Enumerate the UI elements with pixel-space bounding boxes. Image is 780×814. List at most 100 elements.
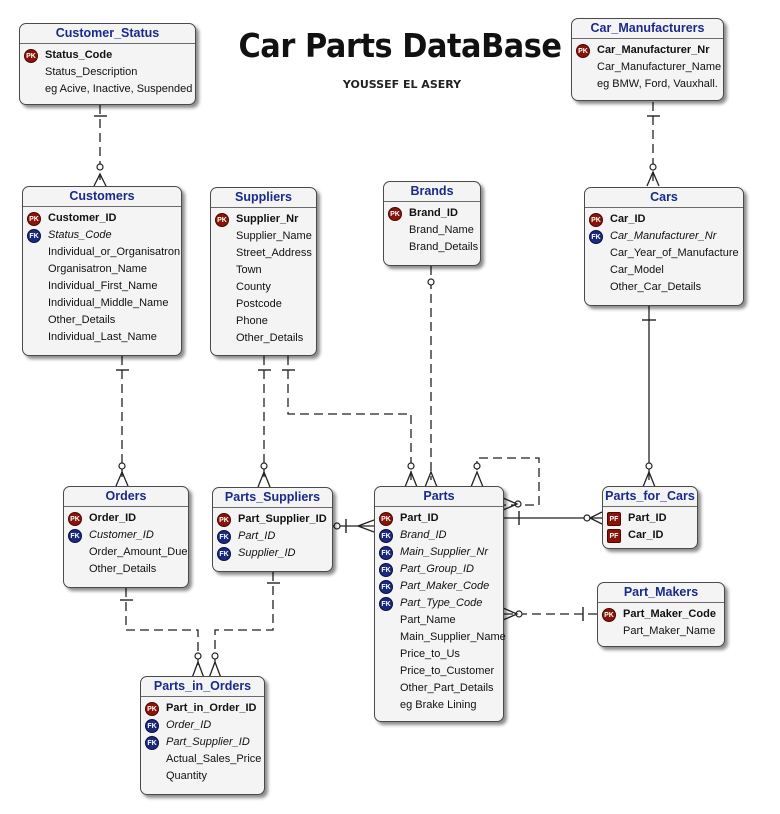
pk-key-icon: PK	[215, 213, 229, 227]
pk-key-icon: PK	[379, 512, 393, 526]
field-name: Other_Car_Details	[610, 281, 702, 293]
entity-title: Customer_Status	[20, 24, 195, 44]
field-name: Status_Description	[45, 66, 138, 78]
field-name: Car_Manufacturer_Nr	[610, 230, 717, 242]
field-name: Other_Details	[236, 332, 304, 344]
entity-title: Part_Makers	[598, 583, 724, 603]
field-row: PK Part_Supplier_ID	[213, 511, 332, 528]
field-name: Individual_First_Name	[48, 280, 158, 292]
field-row: FK Main_Supplier_Nr	[375, 544, 503, 561]
field-name: Actual_Sales_Price	[166, 753, 262, 765]
entity-title: Suppliers	[211, 188, 316, 208]
field-name: Brand_Details	[409, 241, 479, 253]
fk-key-icon: FK	[379, 580, 393, 594]
field-name: Order_ID	[89, 512, 137, 524]
field-name: Part_Maker_Code	[400, 580, 490, 592]
field-name: Part_in_Order_ID	[166, 702, 257, 714]
field-row: Part_Name	[375, 612, 503, 629]
field-row: Main_Supplier_Name	[375, 629, 506, 646]
rel-suppliers-parts	[287, 356, 412, 480]
field-name: Part_ID	[400, 512, 439, 524]
field-name: Brand_ID	[409, 207, 458, 219]
rel-orders-partsinorders	[125, 588, 199, 668]
field-row: Other_Part_Details	[375, 680, 503, 697]
fk-key-icon: FK	[379, 529, 393, 543]
field-row: Postcode	[211, 296, 316, 313]
field-name: Phone	[236, 315, 268, 327]
field-row: Individual_First_Name	[23, 278, 181, 295]
pk-key-icon: PK	[145, 702, 159, 716]
field-name: Order_Amount_Due	[89, 546, 188, 558]
field-name: Quantity	[166, 770, 207, 782]
field-name: Other_Part_Details	[400, 682, 494, 694]
pf-key-icon: PF	[607, 512, 621, 526]
fk-key-icon: FK	[217, 530, 231, 544]
field-name: Part_ID	[238, 530, 276, 542]
pk-key-icon: PK	[217, 513, 231, 527]
field-row: Quantity	[141, 768, 264, 785]
field-name: Part_Group_ID	[400, 563, 474, 575]
pf-key-icon: PF	[607, 529, 621, 543]
field-name: Car_Year_of_Manufacture	[610, 247, 739, 259]
field-name: Car_Manufacturer_Name	[597, 61, 722, 73]
field-row: Status_Description	[20, 64, 195, 81]
fk-key-icon: FK	[379, 546, 393, 560]
diagram-author: YOUSSEF EL ASERY	[342, 78, 462, 91]
field-row: Price_to_Customer	[375, 663, 503, 680]
field-name: eg BMW, Ford, Vauxhall.	[597, 78, 718, 90]
field-name: Customer_ID	[48, 212, 117, 224]
field-row: Supplier_Name	[211, 228, 316, 245]
pk-key-icon: PK	[24, 49, 38, 63]
field-name: Price_to_Customer	[400, 665, 495, 677]
field-name: Customer_ID	[89, 529, 154, 541]
field-name: Main_Supplier_Nr	[400, 546, 489, 558]
field-name: Supplier_Nr	[236, 213, 299, 225]
field-name: Individual_Last_Name	[48, 331, 157, 343]
field-name: Part_Supplier_ID	[238, 513, 327, 525]
entity-title: Car_Manufacturers	[572, 19, 723, 39]
entity-title: Parts_in_Orders	[141, 677, 264, 697]
field-row: Individual_Last_Name	[23, 329, 181, 346]
field-name: Order_ID	[166, 719, 212, 731]
field-row: Individual_Middle_Name	[23, 295, 181, 312]
field-row: FK Part_Maker_Code	[375, 578, 503, 595]
entity-title: Cars	[585, 188, 743, 208]
field-row: eg Brake Lining	[375, 697, 503, 714]
entity-title: Brands	[384, 182, 480, 202]
field-name: Supplier_Name	[236, 230, 312, 242]
field-name: Other_Details	[48, 314, 116, 326]
field-row: Other_Details	[211, 330, 316, 347]
field-row: FK Part_ID	[213, 528, 332, 545]
field-name: Brand_Name	[409, 224, 474, 236]
field-name: Part_Maker_Code	[623, 608, 716, 620]
field-row: PK Part_in_Order_ID	[141, 700, 264, 717]
